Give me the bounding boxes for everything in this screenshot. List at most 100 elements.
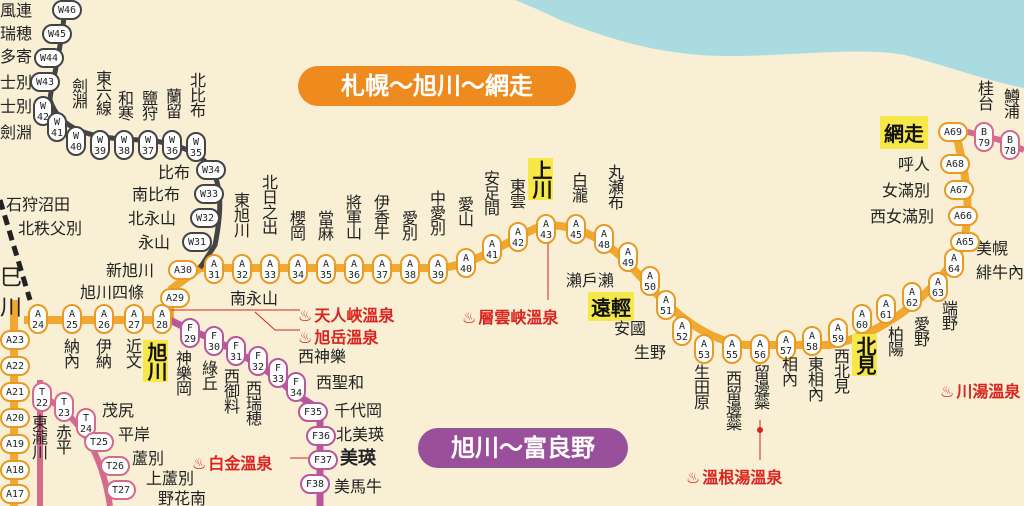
station-code: T26	[100, 456, 130, 476]
station-label: 風連	[0, 1, 33, 20]
station-label: 伊納	[93, 338, 112, 368]
major-station-abashiri: 網走	[880, 116, 928, 149]
major-station-kamikawa: 上川	[528, 158, 553, 200]
station-label: 旭川四條	[80, 283, 145, 302]
station-label: 神樂岡	[173, 350, 192, 395]
station-code: A19	[0, 434, 30, 454]
major-station-asahikawa: 旭川	[143, 340, 168, 382]
station-label: 近文	[123, 338, 142, 368]
station-label: 丸瀬布	[605, 164, 624, 209]
station-code: W34	[196, 160, 226, 180]
station-label: 川	[0, 296, 23, 321]
station-label: 瑞穂	[0, 24, 33, 43]
station-label: 北比布	[187, 72, 206, 117]
station-code: W43	[30, 72, 60, 92]
station-label: 東相內	[805, 356, 824, 401]
station-label: 當麻	[315, 210, 334, 240]
station-code: A67	[944, 180, 974, 200]
station-label: 留邊蘂	[751, 364, 770, 409]
station-label: 瀨戶瀨	[566, 271, 615, 290]
onsen-sounkyo: ♨層雲峡溫泉	[462, 308, 559, 327]
major-station-engaru: 遠輕	[588, 292, 634, 321]
station-label: 石狩沼田	[6, 195, 71, 214]
onsen-shirogane: ♨白金溫泉	[192, 454, 273, 473]
station-label: 綠丘	[199, 360, 218, 390]
station-label: 東瀧川	[29, 414, 48, 459]
station-label: 安國	[614, 319, 647, 338]
station-label: 鱒浦	[1001, 88, 1020, 118]
station-label: 士別	[0, 97, 33, 116]
station-label: 西瑞穂	[243, 380, 262, 425]
station-code: F37	[308, 450, 338, 470]
station-code: F36	[306, 426, 336, 446]
station-code: W44	[34, 48, 64, 68]
station-label: 將軍山	[343, 194, 362, 239]
station-code: A21	[0, 382, 30, 402]
onsen-tenninkyo: ♨天人峽溫泉	[298, 306, 395, 325]
onsen-onneyu: ♨溫根湯溫泉	[686, 468, 783, 487]
station-code: A66	[948, 206, 978, 226]
station-label: 安足間	[481, 170, 500, 215]
station-label: 柏陽	[885, 326, 904, 356]
station-label: 鹽狩	[139, 90, 158, 120]
station-label: 千代岡	[334, 401, 383, 420]
station-label: 北日之出	[259, 174, 278, 234]
station-label: 呼人	[898, 155, 931, 174]
station-label: 和寒	[115, 90, 134, 120]
station-label: 巳	[0, 266, 23, 291]
station-label: 平岸	[118, 425, 151, 444]
station-label: 西御料	[221, 368, 240, 413]
station-code: W32	[190, 208, 220, 228]
station-label: 東雲	[507, 178, 526, 208]
station-label: 美瑛	[340, 448, 376, 469]
station-label: 劍淵	[0, 123, 33, 142]
station-code: A22	[0, 356, 30, 376]
station-label: 新旭川	[106, 261, 155, 280]
station-label: 美幌	[976, 239, 1009, 258]
station-label: 東旭川	[231, 192, 250, 237]
station-code: A29	[160, 288, 190, 308]
station-code: A20	[0, 408, 30, 428]
station-label: 多寄	[0, 47, 33, 66]
station-label: 士別	[0, 73, 33, 92]
station-label: 西留邊蘂	[723, 370, 742, 430]
station-code: A30	[168, 260, 198, 280]
station-label: 女滿別	[882, 181, 931, 200]
station-label: 生野	[634, 343, 667, 362]
